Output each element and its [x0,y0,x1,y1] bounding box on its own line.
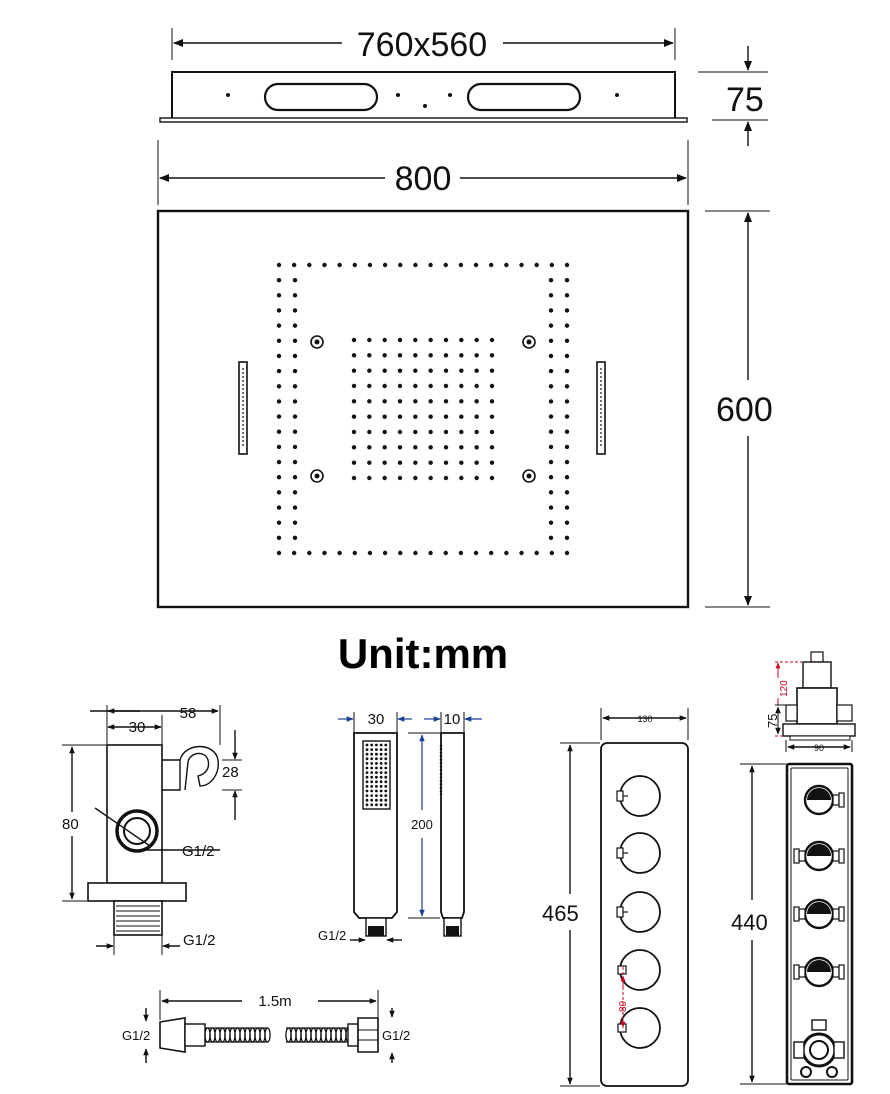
front-panel-view: 800 600 [156,140,773,609]
valve-spacing-label: 80 [618,1000,629,1012]
hand-shower-nozzles [365,743,388,807]
holder-port-label: G1/2 [182,843,215,860]
top-height-label: 75 [726,81,764,119]
valve-knobs [616,775,661,1049]
hose-coil-right [285,1027,352,1043]
hose-view: 1.5m G1/2 G1/2 [122,990,410,1063]
shower-holder-view: 58 30 28 80 G1/2 G1/2 [62,705,242,955]
nozzle-grid [276,262,570,556]
box-depth-label: 75 [765,714,780,728]
valve-cartridges [793,784,845,988]
box-top-label: 120 [779,680,790,697]
holder-height-label: 80 [62,816,79,833]
holder-inner-label: 30 [129,719,146,736]
top-width-label: 760x560 [357,26,487,64]
valve-panel-view: 130 80 465 [542,708,689,1087]
valve-height-label: 465 [542,901,579,926]
panel-width-label: 800 [395,160,452,198]
holder-width-label: 58 [180,705,197,722]
hose-coil-left [204,1027,271,1043]
hose-length-label: 1.5m [258,993,291,1010]
valve-width-label: 130 [637,714,652,724]
hose-left-label: G1/2 [122,1028,150,1043]
hose-right-label: G1/2 [382,1028,410,1043]
holder-thread-label: G1/2 [183,932,216,949]
hand-shower-view: 30 10 200 G1/2 [318,711,482,943]
holder-bracket-label: 28 [222,764,239,781]
panel-height-label: 600 [716,391,773,429]
valve-box-view: 120 75 90 440 [731,651,856,1086]
box-width-label: 90 [814,743,824,753]
hand-width-label: 30 [368,711,385,728]
hand-side-label: 10 [444,711,461,728]
box-height-label: 440 [731,910,768,935]
unit-label: Unit:mm [338,630,508,677]
top-side-view: 760x560 75 [159,26,768,146]
hand-thread-label: G1/2 [318,928,346,943]
hand-length-label: 200 [411,817,433,832]
